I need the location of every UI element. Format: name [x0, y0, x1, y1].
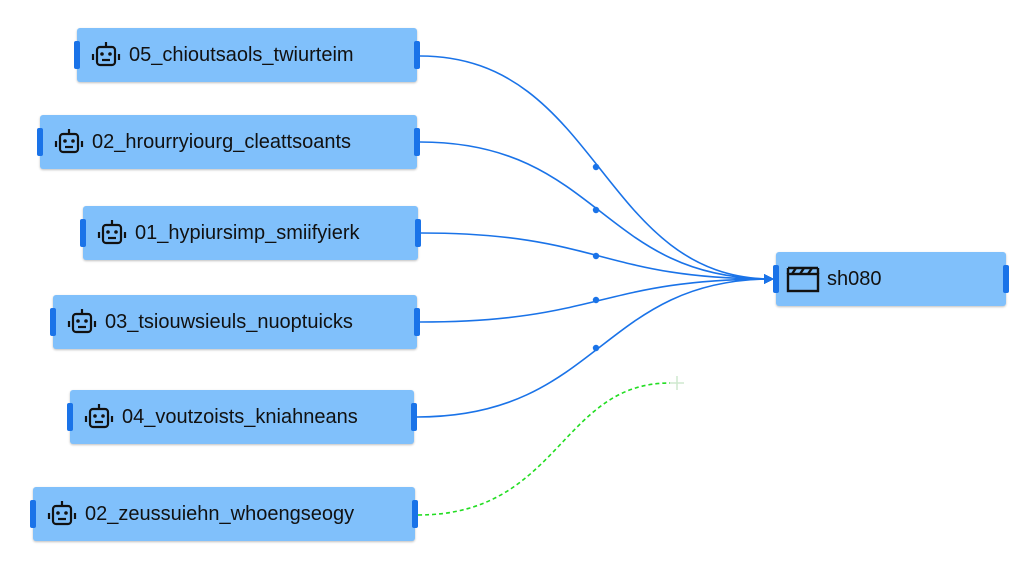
input-handle[interactable]	[67, 403, 73, 431]
source-node-01[interactable]: 01_hypiursimp_smiifyierk	[80, 206, 421, 260]
clapperboard-icon	[786, 265, 820, 293]
input-handle[interactable]	[80, 219, 86, 247]
node-label: 04_voutzoists_kniahneans	[122, 406, 358, 428]
edge-midpoint-02h[interactable]	[592, 206, 600, 214]
node-label: 05_chioutsaols_twiurteim	[129, 44, 354, 66]
output-handle[interactable]	[414, 128, 420, 156]
edge-midpoint-03[interactable]	[592, 296, 600, 304]
node-label: 03_tsiouwsieuls_nuoptuicks	[105, 311, 353, 333]
output-handle[interactable]	[412, 500, 418, 528]
output-handle[interactable]	[415, 219, 421, 247]
robot-icon	[67, 308, 97, 336]
edge-midpoint-04[interactable]	[592, 344, 600, 352]
robot-icon	[47, 500, 77, 528]
source-node-02-zeussuiehn[interactable]: 02_zeussuiehn_whoengseogy	[30, 487, 418, 541]
robot-icon	[84, 403, 114, 431]
robot-icon	[54, 128, 84, 156]
source-node-05[interactable]: 05_chioutsaols_twiurteim	[74, 28, 420, 82]
crosshair-cursor-icon	[670, 376, 684, 390]
target-node-sh080[interactable]: sh080	[773, 252, 1009, 306]
robot-icon	[91, 41, 121, 69]
pending-edge	[417, 382, 671, 516]
input-handle[interactable]	[37, 128, 43, 156]
node-label: sh080	[827, 268, 882, 290]
output-handle[interactable]	[411, 403, 417, 431]
output-handle[interactable]	[414, 308, 420, 336]
edge-midpoint-05[interactable]	[592, 163, 600, 171]
robot-icon	[97, 219, 127, 247]
source-node-03[interactable]: 03_tsiouwsieuls_nuoptuicks	[50, 295, 420, 349]
node-label: 02_hrourryiourg_cleattsoants	[92, 131, 352, 153]
input-handle[interactable]	[74, 41, 80, 69]
node-label: 01_hypiursimp_smiifyierk	[135, 222, 360, 244]
edge-midpoint-01[interactable]	[592, 252, 600, 260]
node-label: 02_zeussuiehn_whoengseogy	[85, 503, 355, 525]
input-handle[interactable]	[30, 500, 36, 528]
input-handle[interactable]	[50, 308, 56, 336]
source-node-02-hrourryiourg[interactable]: 02_hrourryiourg_cleattsoants	[37, 115, 420, 169]
output-handle[interactable]	[414, 41, 420, 69]
input-handle[interactable]	[773, 265, 779, 293]
source-node-04[interactable]: 04_voutzoists_kniahneans	[67, 390, 417, 444]
output-handle[interactable]	[1003, 265, 1009, 293]
